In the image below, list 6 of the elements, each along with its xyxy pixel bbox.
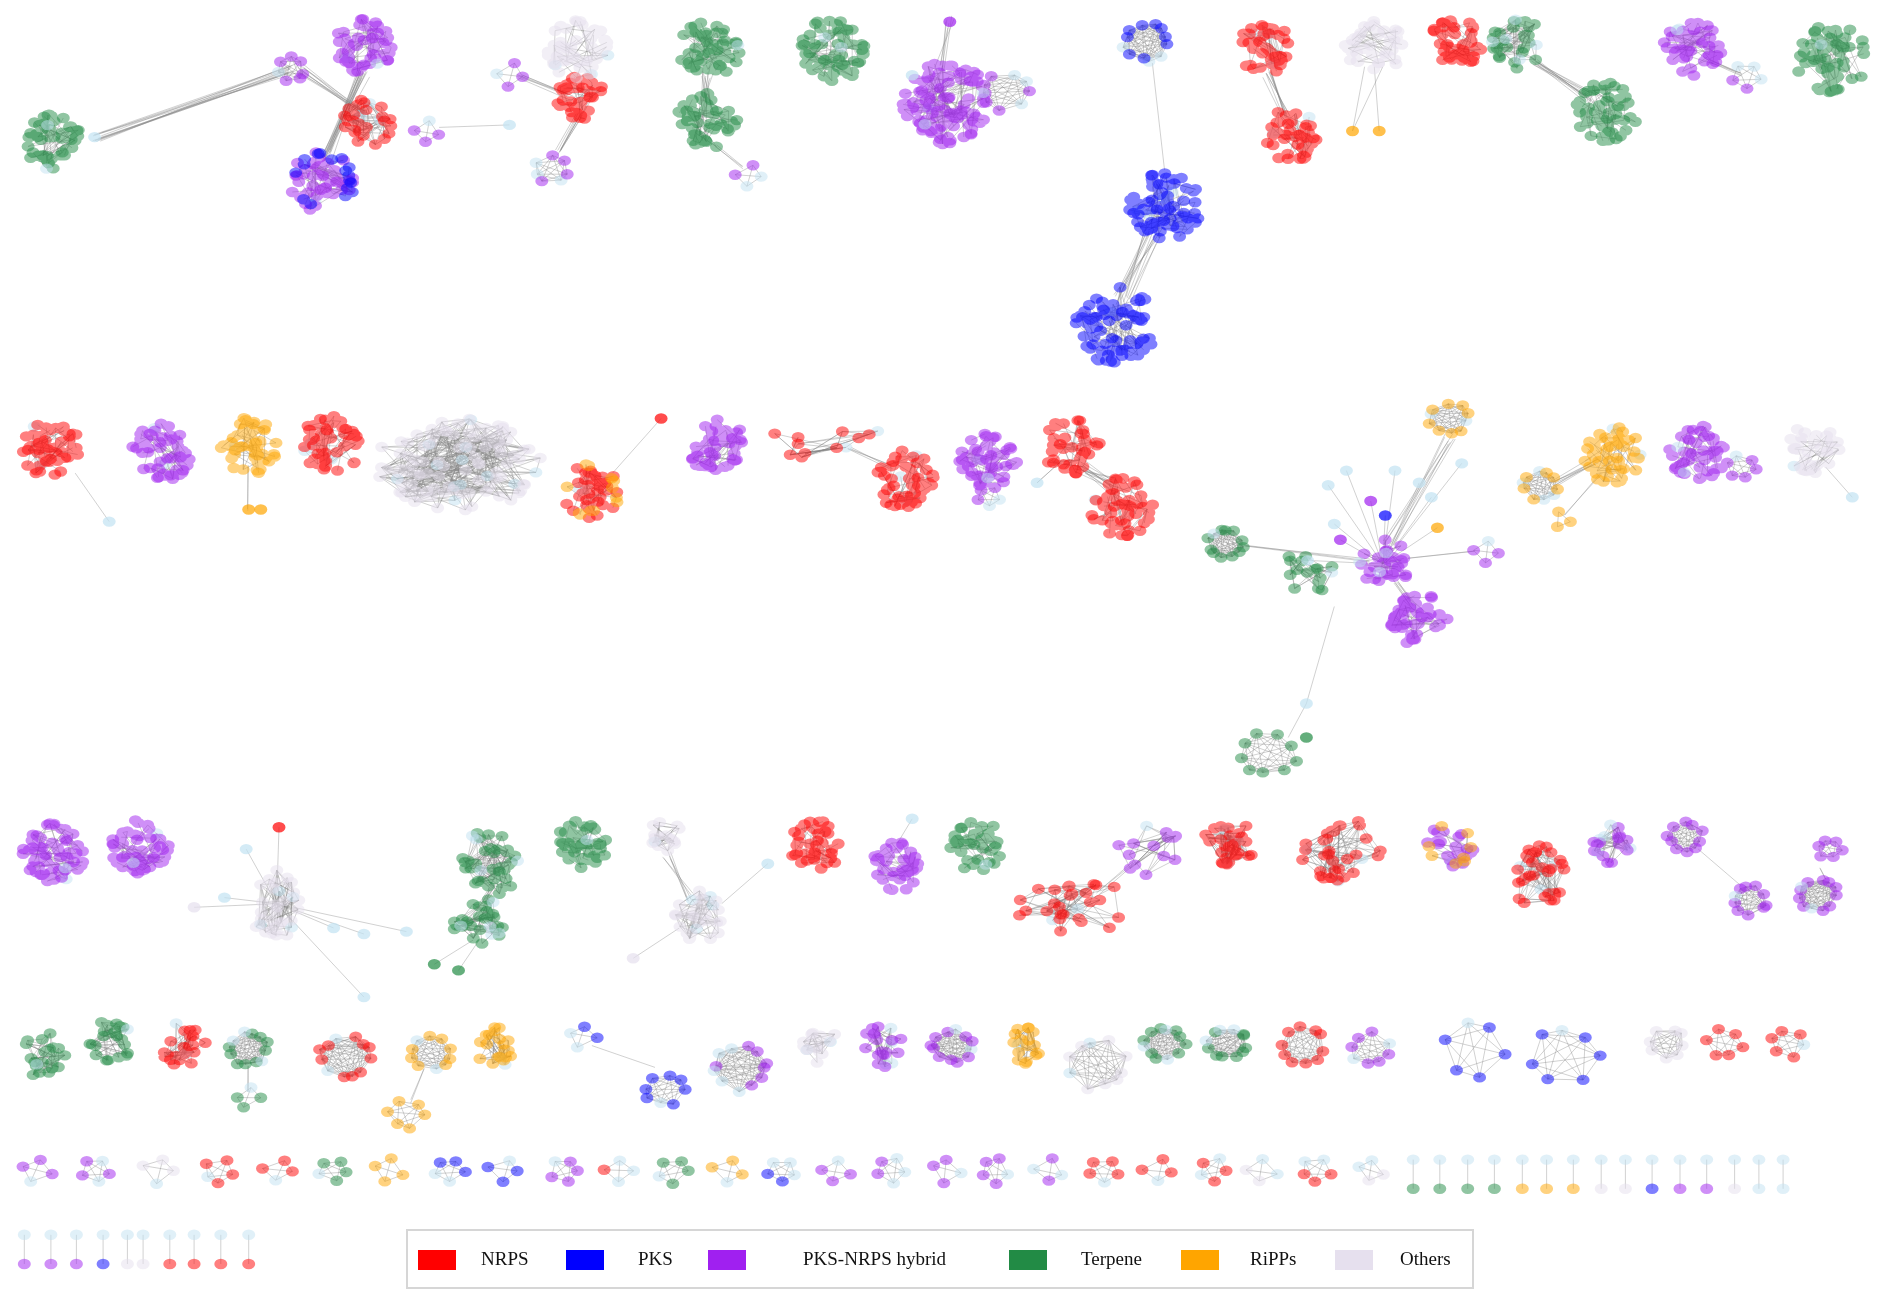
legend-label: PKS bbox=[638, 1248, 673, 1270]
legend-label: NRPS bbox=[481, 1248, 529, 1270]
legend-label: RiPPs bbox=[1250, 1248, 1297, 1270]
legend-label: Others bbox=[1400, 1248, 1451, 1270]
legend-label: PKS-NRPS hybrid bbox=[803, 1248, 947, 1270]
legend-label: Terpene bbox=[1081, 1248, 1142, 1270]
